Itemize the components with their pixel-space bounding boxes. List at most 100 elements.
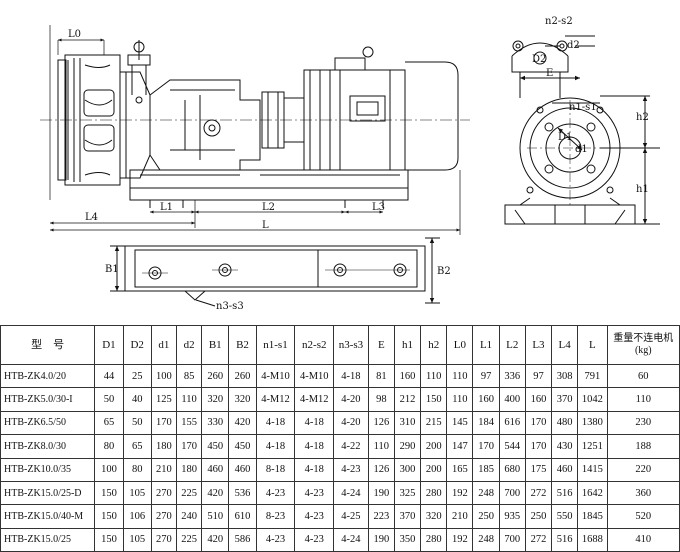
table-cell: 460 xyxy=(201,457,230,482)
table-cell: 106 xyxy=(122,504,152,529)
table-cell: 700 xyxy=(498,527,526,552)
table-cell: 320 xyxy=(201,387,230,412)
col-header: 型 号 xyxy=(0,325,96,365)
table-cell: 160 xyxy=(524,387,553,412)
table-cell: 105 xyxy=(122,480,152,506)
table-cell: 60 xyxy=(606,363,680,389)
side-view xyxy=(40,40,470,208)
table-cell: 248 xyxy=(472,480,500,506)
table-cell: 225 xyxy=(175,527,203,552)
table-cell: 1688 xyxy=(577,527,608,552)
table-cell: 1642 xyxy=(577,480,608,506)
table-cell: 8-18 xyxy=(255,457,296,482)
dim-label-b1: B1 xyxy=(105,264,119,275)
table-cell: 223 xyxy=(367,504,395,529)
table-cell: 4-18 xyxy=(333,363,369,389)
table-cell: 248 xyxy=(472,527,500,552)
dim-label-b2: B2 xyxy=(437,266,451,277)
pump-spec-table: 型 号 D1 D2 d1 d2 B1 B2 n1-s1 n2-s2 n3-s3 … xyxy=(0,325,680,552)
dim-label-n1-s1: n1-s1 xyxy=(569,102,597,113)
table-cell: 188 xyxy=(606,434,680,459)
model-cell: HTB-ZK6.5/50 xyxy=(0,410,96,436)
table-cell: 4-23 xyxy=(294,527,335,552)
model-cell: HTB-ZK4.0/20 xyxy=(0,363,96,389)
table-cell: 320 xyxy=(228,387,257,412)
col-header: d2 xyxy=(175,325,203,365)
table-cell: 220 xyxy=(606,457,680,482)
table-cell: 240 xyxy=(175,504,203,529)
table-cell: 4-22 xyxy=(333,434,369,459)
dim-label-l0: L0 xyxy=(68,29,81,40)
table-cell: 97 xyxy=(524,363,553,389)
table-cell: 200 xyxy=(420,457,448,482)
end-view xyxy=(504,35,660,225)
table-cell: 147 xyxy=(446,434,474,459)
table-cell: 510 xyxy=(201,504,230,529)
table-cell: 250 xyxy=(524,504,553,529)
table-cell: 126 xyxy=(367,457,395,482)
table-cell: 610 xyxy=(228,504,257,529)
table-cell: 4-20 xyxy=(333,387,369,412)
col-header: L xyxy=(577,325,608,365)
table-cell: 1251 xyxy=(577,434,608,459)
table-cell: 170 xyxy=(524,410,553,436)
table-cell: 170 xyxy=(524,434,553,459)
table-cell: 125 xyxy=(150,387,178,412)
col-header: n2-s2 xyxy=(294,325,335,365)
table-cell: 212 xyxy=(393,387,422,412)
dim-label-h2: h2 xyxy=(636,112,649,123)
base-plan-view xyxy=(110,237,440,307)
table-cell: 420 xyxy=(201,480,230,506)
col-header: L1 xyxy=(472,325,500,365)
table-cell: 791 xyxy=(577,363,608,389)
table-cell: 80 xyxy=(94,434,124,459)
table-cell: 110 xyxy=(606,387,680,412)
table-cell: 310 xyxy=(393,410,422,436)
table-cell: 1845 xyxy=(577,504,608,529)
table-cell: 65 xyxy=(94,410,124,436)
table-cell: 110 xyxy=(420,363,448,389)
table-cell: 300 xyxy=(393,457,422,482)
table-cell: 192 xyxy=(446,480,474,506)
model-cell: HTB-ZK5.0/30-I xyxy=(0,387,96,412)
table-cell: 184 xyxy=(472,410,500,436)
table-cell: 536 xyxy=(228,480,257,506)
dim-label-h1: h1 xyxy=(636,184,649,195)
bearing-housing xyxy=(149,79,261,171)
table-cell: 550 xyxy=(551,504,579,529)
table-cell: 330 xyxy=(201,410,230,436)
table-cell: 4-25 xyxy=(333,504,369,529)
dim-label-l1: L1 xyxy=(160,202,173,213)
table-cell: 150 xyxy=(94,527,124,552)
table-cell: 700 xyxy=(498,480,526,506)
table-cell: 170 xyxy=(472,434,500,459)
table-cell: 430 xyxy=(551,434,579,459)
table-cell: 4-M12 xyxy=(294,387,335,412)
table-cell: 180 xyxy=(175,457,203,482)
table-cell: 250 xyxy=(472,504,500,529)
table-cell: 370 xyxy=(393,504,422,529)
dim-label-d1-bolt: d1 xyxy=(575,144,588,155)
table-cell: 190 xyxy=(367,480,395,506)
table-cell: 272 xyxy=(524,480,553,506)
table-cell: 175 xyxy=(524,457,553,482)
table-cell: 4-24 xyxy=(333,480,369,506)
col-header: h1 xyxy=(393,325,422,365)
table-cell: 126 xyxy=(367,410,395,436)
table-cell: 270 xyxy=(150,480,178,506)
table-cell: 4-M12 xyxy=(255,387,296,412)
table-cell: 160 xyxy=(472,387,500,412)
table-cell: 280 xyxy=(420,480,448,506)
table-cell: 350 xyxy=(393,527,422,552)
dim-label-l2: L2 xyxy=(262,202,275,213)
dim-label-l3: L3 xyxy=(372,202,385,213)
table-cell: 308 xyxy=(551,363,579,389)
dim-label-d1-flange: D1 xyxy=(558,132,572,143)
model-cell: HTB-ZK10.0/35 xyxy=(0,457,96,482)
table-cell: 110 xyxy=(446,363,474,389)
